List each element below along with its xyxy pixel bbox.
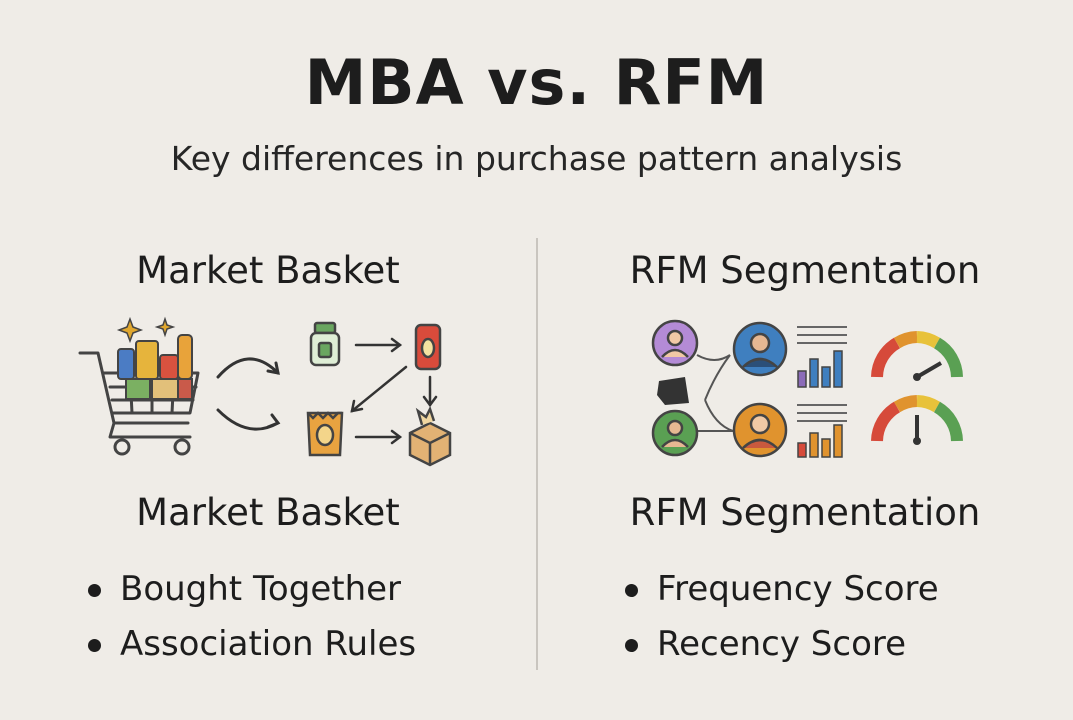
curved-arrow-icon (216, 357, 281, 431)
customer-avatar-icon (732, 402, 788, 458)
list-item: Recency Score (625, 617, 939, 672)
page-title: MBA vs. RFM (304, 46, 769, 119)
right-heading-top: RFM Segmentation (629, 249, 981, 292)
list-item: Bought Together (88, 562, 416, 617)
bar-chart-icon (797, 404, 847, 458)
right-heading-bottom: RFM Segmentation (629, 491, 981, 534)
column-divider (536, 238, 538, 670)
left-bullet-list: Bought Together Association Rules (88, 562, 416, 672)
customer-avatar-icon (651, 409, 699, 457)
soda-can-icon (414, 323, 442, 371)
sparkle-icon (116, 316, 176, 344)
grocery-items-icon (117, 334, 193, 400)
list-item: Frequency Score (625, 562, 939, 617)
market-basket-illustration (78, 316, 452, 467)
right-bullet-list: Frequency Score Recency Score (625, 562, 939, 672)
arrow-icon (350, 337, 438, 445)
bar-chart-icon (797, 326, 847, 388)
page-subtitle: Key differences in purchase pattern anal… (170, 139, 903, 178)
customer-avatar-icon (651, 319, 699, 367)
jar-icon (309, 321, 341, 367)
customer-avatar-icon (732, 321, 788, 377)
connector-lines (696, 354, 734, 432)
left-heading-bottom: Market Basket (136, 491, 400, 534)
box-icon (408, 405, 452, 467)
chips-bag-icon (306, 411, 344, 457)
segment-shape-icon (657, 377, 689, 405)
rfm-illustration (651, 319, 963, 458)
gauge-icon (871, 395, 963, 445)
list-item: Association Rules (88, 617, 416, 672)
gauge-icon (871, 331, 963, 381)
left-heading-top: Market Basket (136, 249, 400, 292)
